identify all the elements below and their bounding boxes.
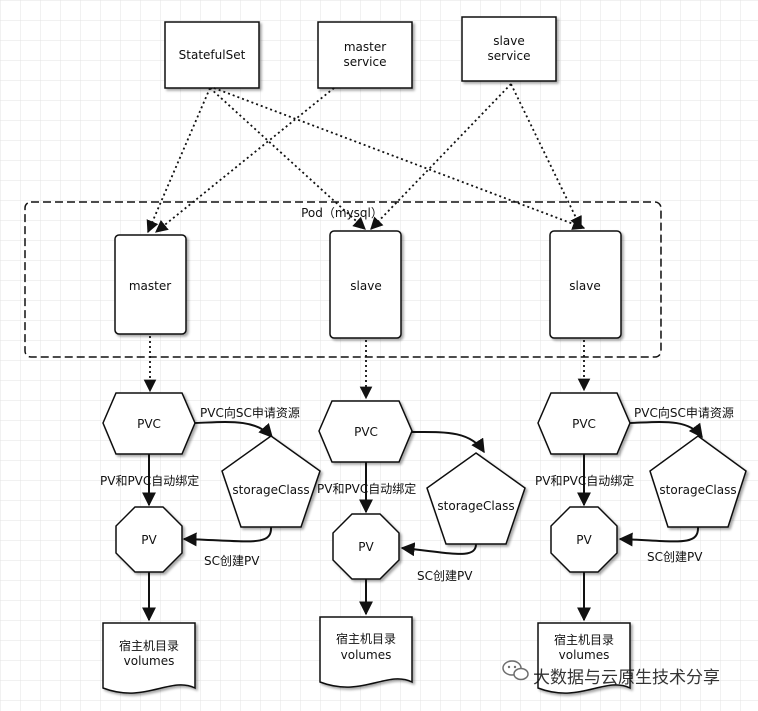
slave-service-box[interactable]: slave service: [461, 16, 557, 82]
pod-container: [24, 201, 662, 358]
bind-label-3: PV和PVC自动绑定: [535, 473, 634, 488]
service-connectors: [146, 83, 586, 234]
host-volume-doc-1[interactable]: [102, 622, 196, 694]
pv-octagon-3[interactable]: [550, 506, 618, 573]
bind-label-2: PV和PVC自动绑定: [317, 481, 416, 496]
storage-class-label-2: storageClass: [437, 499, 514, 513]
pod-master-node[interactable]: master: [114, 234, 187, 335]
slave-service-label-line1: slave: [493, 34, 524, 48]
pv-label-3: PV: [576, 533, 592, 547]
host-volume-doc-2[interactable]: [319, 616, 413, 688]
host-volume-label-1a: 宿主机目录: [119, 638, 179, 653]
pod-slave-node-1[interactable]: slave: [329, 230, 402, 339]
host-volume-label-2b: volumes: [341, 648, 392, 662]
storage-column-3: PVC PVC向SC申请资源 storageClass PV和PVC自动绑定 P…: [535, 392, 747, 694]
storage-column-2: PVC storageClass PV和PVC自动绑定 PV SC创建PV 宿主…: [317, 400, 526, 688]
wechat-icon: [502, 660, 529, 681]
master-service-box[interactable]: master service: [317, 21, 413, 89]
statefulset-label: StatefulSet: [179, 48, 246, 62]
create-label-3: SC创建PV: [647, 550, 703, 564]
host-volume-doc-3[interactable]: [537, 622, 631, 694]
slave-service-label-line2: service: [488, 49, 531, 63]
create-label-1: SC创建PV: [204, 554, 260, 568]
storage-class-label-1: storageClass: [232, 483, 309, 497]
host-volume-label-3b: volumes: [559, 648, 610, 662]
pv-label-2: PV: [358, 540, 374, 554]
host-volume-label-1b: volumes: [124, 654, 175, 668]
master-service-label-line1: master: [344, 40, 386, 54]
watermark: 大数据与云原生技术分享: [502, 660, 720, 688]
pod-slave-node-2[interactable]: slave: [549, 230, 622, 339]
pod-slave-label-1: slave: [350, 279, 381, 293]
pod-slave-label-2: slave: [569, 279, 600, 293]
pvc-label-1: PVC: [137, 417, 161, 431]
master-service-label-line2: service: [344, 55, 387, 69]
pod-to-pvc-connectors: [143, 336, 591, 400]
storage-class-label-3: storageClass: [659, 483, 736, 497]
storage-column-1: PVC PVC向SC申请资源 storageClass PV和PVC自动绑定 P…: [100, 392, 321, 694]
watermark-text: 大数据与云原生技术分享: [533, 668, 720, 688]
pv-octagon-2[interactable]: [332, 513, 400, 580]
request-label-3: PVC向SC申请资源: [634, 405, 734, 420]
request-label-1: PVC向SC申请资源: [200, 405, 300, 420]
pod-master-label: master: [129, 279, 171, 293]
pv-label-1: PV: [141, 533, 157, 547]
pvc-label-3: PVC: [572, 417, 596, 431]
pod-label: Pod（mysql）: [301, 206, 383, 220]
statefulset-box[interactable]: StatefulSet: [164, 21, 260, 89]
host-volume-label-3a: 宿主机目录: [554, 632, 614, 647]
create-label-2: SC创建PV: [417, 569, 473, 583]
bind-label-1: PV和PVC自动绑定: [100, 473, 199, 488]
host-volume-label-2a: 宿主机目录: [336, 631, 396, 646]
pv-octagon-1[interactable]: [115, 506, 183, 573]
pvc-label-2: PVC: [354, 425, 378, 439]
